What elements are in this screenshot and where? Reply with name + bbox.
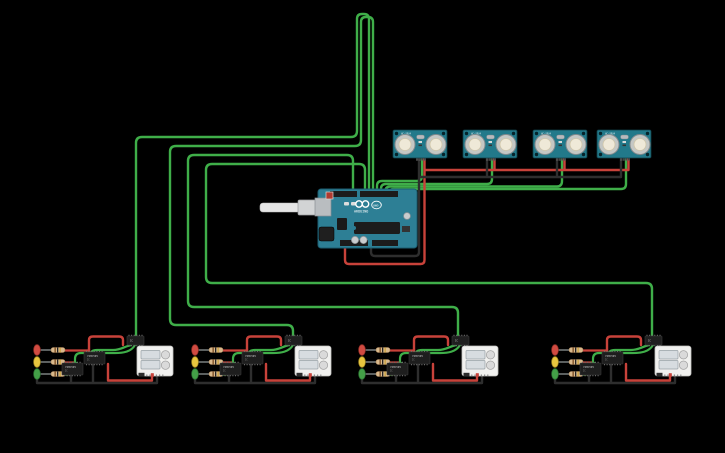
wire-sensor-2-signal[interactable] xyxy=(379,156,494,193)
arduino-logo: ARDUINO UNO xyxy=(354,200,382,214)
capacitor-can xyxy=(359,236,368,244)
arduino-uno[interactable]: ARDUINO UNO xyxy=(259,188,418,249)
traffic-light-cluster-3[interactable] xyxy=(357,334,500,385)
header-digital-right[interactable] xyxy=(360,191,398,197)
model-label: UNO xyxy=(373,203,379,207)
wire-sensor-ground-bus[interactable] xyxy=(369,156,623,258)
wire-cluster-1[interactable] xyxy=(134,12,371,339)
chip-notch xyxy=(352,226,356,230)
power-jack xyxy=(318,226,335,242)
ultrasonic-sensor-3[interactable] xyxy=(532,129,588,161)
wire-sensor-3-signal[interactable] xyxy=(383,156,564,195)
traffic-light-cluster-1[interactable] xyxy=(32,334,175,385)
traffic-light-cluster-4[interactable] xyxy=(550,334,693,385)
wire-cluster-4[interactable] xyxy=(204,162,654,339)
ultrasonic-sensor-4[interactable] xyxy=(596,129,652,161)
traffic-light-cluster-2[interactable] xyxy=(190,334,333,385)
capacitor xyxy=(351,202,356,206)
voltage-regulator xyxy=(337,218,347,230)
wire-sensor-power-bus[interactable] xyxy=(343,156,630,266)
usb-cable[interactable] xyxy=(259,202,301,213)
atmega-chip xyxy=(354,222,400,234)
reset-button[interactable] xyxy=(325,191,334,200)
ultrasonic-sensor-2[interactable] xyxy=(462,129,518,161)
wire-cluster-2[interactable] xyxy=(168,15,375,339)
header-analog[interactable] xyxy=(372,240,398,246)
capacitor-can xyxy=(403,212,411,220)
brand-label: ARDUINO xyxy=(354,210,368,214)
ultrasonic-sensor-1[interactable] xyxy=(392,129,448,161)
header-digital-left[interactable] xyxy=(330,191,357,197)
wire-cluster-3[interactable] xyxy=(186,153,460,339)
icsp-header xyxy=(402,226,410,232)
capacitor xyxy=(344,202,349,206)
usb-port xyxy=(314,197,332,217)
capacitor-can xyxy=(351,236,359,244)
